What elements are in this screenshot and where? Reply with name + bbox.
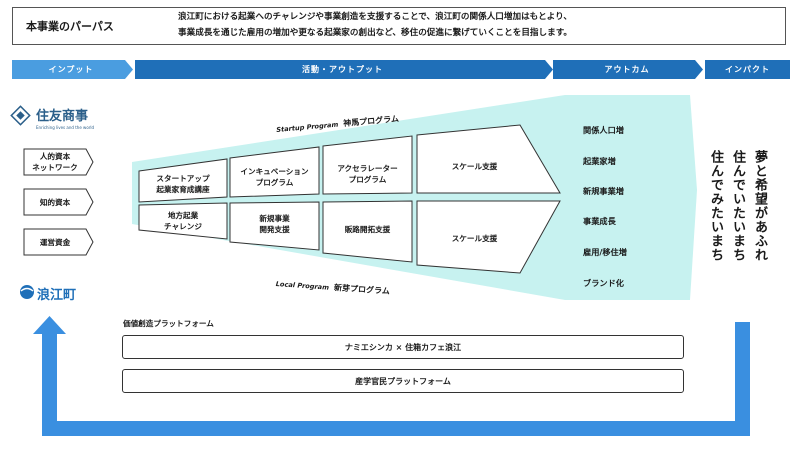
input-item-3: 運営資金 [39, 238, 71, 247]
impact-line-3: 住んでみたいまち [708, 150, 723, 262]
activity-box-top-4 [416, 124, 561, 194]
activity-top-2-line2: プログラム [255, 178, 294, 187]
activity-box-top-1 [138, 158, 228, 203]
outcome-item-5: 雇用/移住増 [583, 247, 627, 257]
activity-top-2-line1: インキュベーション [240, 167, 309, 176]
phase-activity-label: 活動・アウトプット [302, 65, 383, 74]
input-item-2: 知的資本 [39, 198, 71, 207]
platform-title: 価値創造プラットフォーム [123, 319, 214, 328]
phase-outcome-label: アウトカム [604, 65, 650, 74]
activity-box-bottom-4 [416, 200, 561, 274]
purpose-title: 本事業のパーパス [26, 20, 114, 33]
phase-impact-label: インパクト [725, 65, 770, 74]
phase-arrow-impact [705, 60, 790, 79]
activity-bottom-2-line1: 新規事業 [259, 214, 290, 223]
impact-line-1: 夢と希望があふれ [752, 150, 767, 262]
purpose-text: 浪江町における起業へのチャレンジや事業創造を支援することで、浪江町の関係人口増加… [178, 9, 778, 41]
sumitomo-tagline: Enriching lives and the world [36, 125, 95, 130]
activity-top-2: インキュベーション プログラム [230, 166, 319, 188]
purpose-line-2: 事業成長を通じた雇用の増加や更なる起業家の創出など、移住の促進に繋げていくことを… [178, 28, 573, 38]
purpose-box [12, 7, 786, 45]
activity-box-top-2 [229, 146, 320, 198]
activity-top-3: アクセラレーター プログラム [323, 163, 412, 185]
phase-input-label: インプット [48, 65, 94, 74]
activity-top-3-line1: アクセラレーター [337, 164, 398, 173]
local-program-jp: 新芽プログラム [333, 283, 391, 296]
sumitomo-logo-text: 住友商事 [36, 109, 89, 124]
platform-box-1: ナミエシンカ × 住箱カフェ浪江 [122, 335, 684, 359]
sumitomo-logo-icon [10, 105, 31, 126]
purpose-line-1: 浪江町における起業へのチャレンジや事業創造を支援することで、浪江町の関係人口増加… [178, 12, 572, 22]
input-chevron-1 [23, 148, 94, 176]
activity-bottom-2-line2: 開発支援 [259, 225, 290, 234]
phase-arrow-activity [135, 60, 553, 79]
activity-bottom-4: スケール支援 [451, 234, 498, 243]
activity-box-top-3 [322, 135, 413, 195]
input-item-1-line2: ネットワーク [32, 163, 78, 172]
phase-arrow-outcome [553, 60, 703, 79]
local-program-en: Local Program [275, 280, 330, 292]
activity-top-1-line1: スタートアップ [156, 174, 210, 183]
namie-logo-text: 浪江町 [37, 288, 77, 303]
activity-bottom-3: 販路開拓支援 [344, 225, 391, 234]
input-chevron-2 [23, 188, 94, 216]
funnel-arrowhead [565, 95, 697, 300]
outcome-item-6: ブランド化 [583, 278, 624, 288]
activity-bottom-1: 地方起業 チャレンジ [139, 210, 227, 232]
funnel-shape [132, 95, 693, 300]
outcome-item-2: 起業家増 [583, 156, 616, 166]
platform-box-2: 産学官民プラットフォーム [122, 369, 684, 393]
outcome-item-1: 関係人口増 [583, 125, 624, 135]
activity-box-bottom-1 [138, 202, 228, 240]
input-item-1-line1: 人的資本 [39, 152, 71, 161]
activity-top-3-line2: プログラム [348, 175, 387, 184]
phase-arrow-input [12, 60, 133, 79]
outcome-item-3: 新規事業増 [583, 186, 624, 196]
namie-logo-icon [20, 285, 34, 299]
activity-top-1-line2: 起業家育成講座 [156, 185, 210, 194]
activity-box-bottom-3 [322, 200, 413, 263]
outcome-item-4: 事業成長 [583, 216, 616, 226]
activity-bottom-1-line1: 地方起業 [167, 211, 199, 220]
input-chevron-3 [23, 228, 94, 256]
impact-line-2: 住んでいたいまち [730, 150, 745, 262]
input-item-1: 人的資本 ネットワーク [24, 151, 86, 173]
activity-bottom-1-line2: チャレンジ [164, 222, 202, 231]
activity-top-4: スケール支援 [451, 162, 498, 171]
activity-box-bottom-2 [229, 201, 320, 251]
platform-loop-arrow [33, 316, 750, 436]
activity-bottom-2: 新規事業 開発支援 [230, 213, 319, 235]
activity-top-1: スタートアップ 起業家育成講座 [139, 173, 227, 195]
